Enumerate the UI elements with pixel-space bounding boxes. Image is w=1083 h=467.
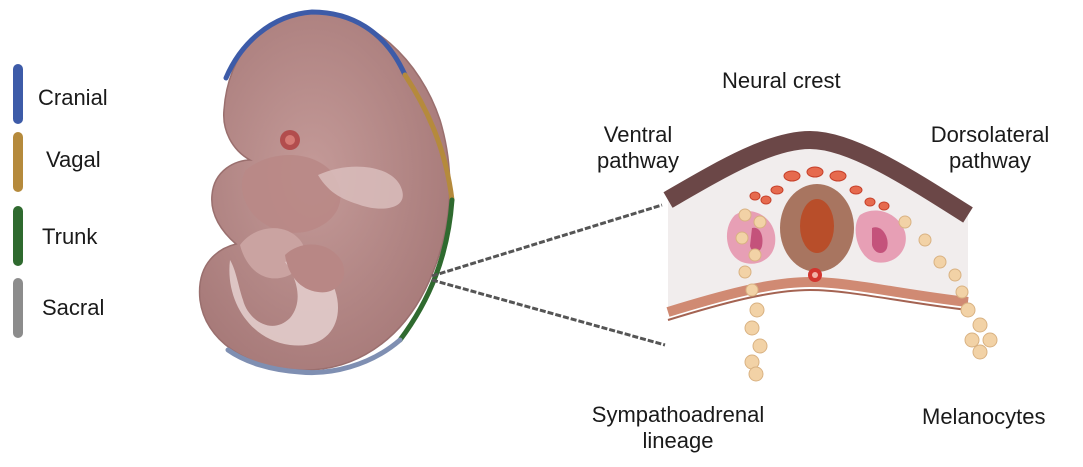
label-neural-crest: Neural crest [722,68,841,94]
label-dorsolateral-pathway: Dorsolateral pathway [920,122,1060,175]
label-melanocytes: Melanocytes [922,404,1046,430]
neural-tube-lumen [800,199,834,253]
label-dorsolateral-line1: Dorsolateral [920,122,1060,148]
label-dorsolateral-line2: pathway [920,148,1060,174]
label-ventral-line1: Ventral [583,122,693,148]
label-sympathoadrenal-line1: Sympathoadrenal [588,402,768,428]
label-ventral-pathway: Ventral pathway [583,122,693,175]
label-sympathoadrenal-lineage: Sympathoadrenal lineage [588,402,768,455]
embryo-eye-inner [285,135,295,145]
zoom-line-lower [432,280,665,345]
label-ventral-line2: pathway [583,148,693,174]
embryo-illustration [200,12,452,373]
cross-section-illustration [668,140,997,381]
zoom-line-upper [432,205,662,276]
notochord-inner [812,272,818,278]
label-sympathoadrenal-line2: lineage [588,428,768,454]
